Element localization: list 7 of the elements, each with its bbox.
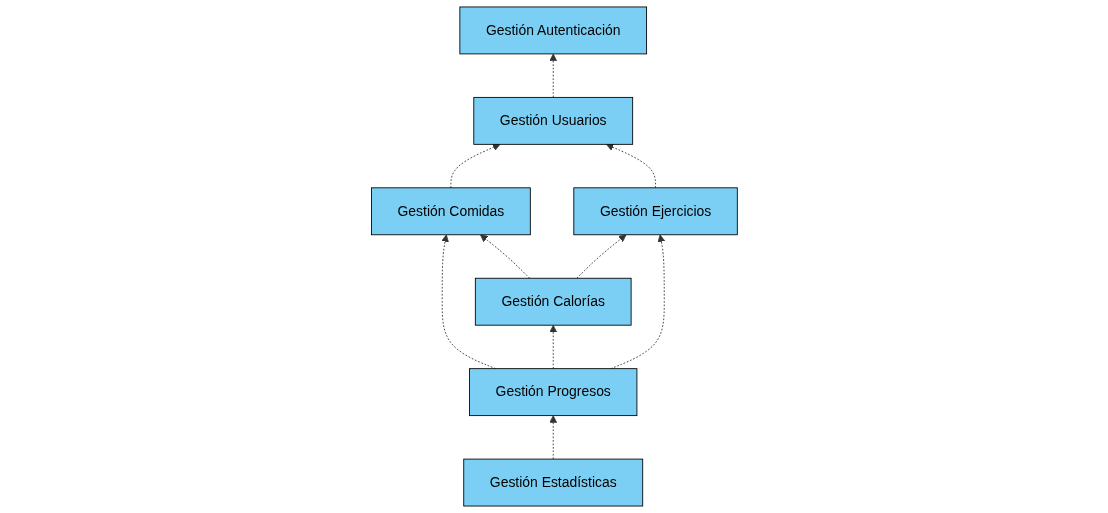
node-box: Gestión Autenticación: [459, 6, 647, 55]
node-box: Gestión Ejercicios: [572, 187, 738, 236]
node-box: Gestión Usuarios: [472, 96, 633, 145]
node-box: Gestión Estadísticas: [462, 458, 643, 507]
node-box: Gestión Progresos: [468, 368, 637, 417]
node-box: Gestión Comidas: [370, 187, 531, 236]
node-box: Gestión Calorías: [474, 277, 632, 326]
